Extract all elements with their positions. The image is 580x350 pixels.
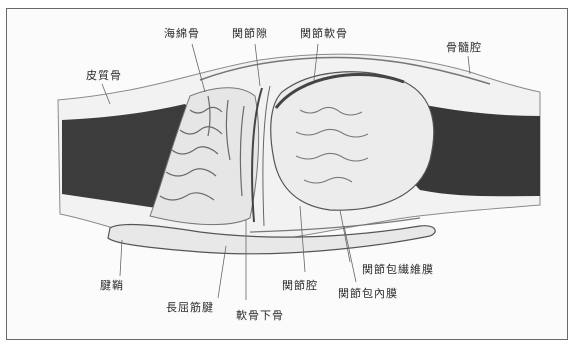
label-sponge-bone: 海綿骨 (164, 28, 200, 40)
label-bone-marrow-cavity: 骨髓腔 (446, 42, 482, 54)
label-joint-space: 関節隙 (232, 28, 268, 40)
label-long-flexor-tendon: 長屈筋腱 (166, 302, 214, 314)
label-joint-capsule-inner: 関節包內膜 (338, 288, 398, 300)
label-subchondral-bone: 軟骨下骨 (236, 310, 284, 322)
label-joint-cavity: 関節腔 (282, 280, 318, 292)
label-tendon-sheath: 腱鞘 (100, 280, 124, 292)
label-articular-cartilage: 関節軟骨 (300, 28, 348, 40)
right-condyle-head (271, 72, 434, 210)
label-cortical-bone: 皮質骨 (86, 70, 122, 82)
label-joint-capsule-fibrous: 関節包繊維膜 (362, 264, 434, 276)
